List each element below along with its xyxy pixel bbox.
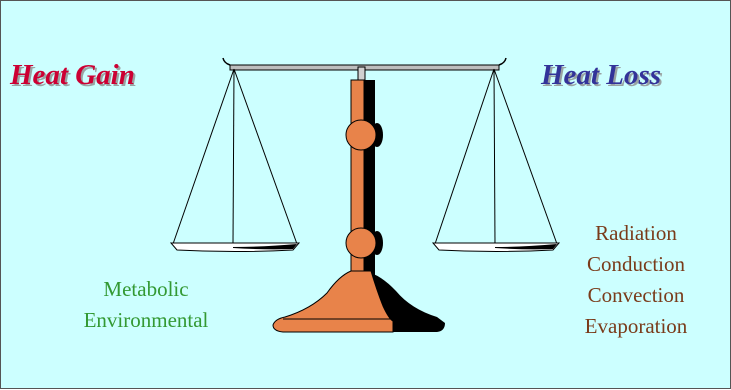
heat-loss-item-evaporation: Evaporation bbox=[584, 314, 688, 338]
heat-loss-list: Radiation Conduction Convection Evaporat… bbox=[551, 218, 721, 342]
heat-gain-title: Heat Gain bbox=[10, 59, 135, 91]
heat-loss-item-radiation: Radiation bbox=[595, 221, 677, 245]
heat-gain-list: Metabolic Environmental bbox=[31, 274, 261, 336]
heat-gain-item-environmental: Environmental bbox=[83, 308, 209, 332]
left-pan bbox=[172, 68, 298, 245]
heat-loss-item-conduction: Conduction bbox=[587, 252, 685, 276]
scale-base bbox=[272, 270, 394, 333]
heat-gain-item-metabolic: Metabolic bbox=[103, 277, 189, 301]
heat-loss-item-convection: Convection bbox=[587, 283, 685, 307]
heat-loss-title: Heat Loss bbox=[541, 59, 662, 91]
right-pan bbox=[434, 68, 558, 245]
